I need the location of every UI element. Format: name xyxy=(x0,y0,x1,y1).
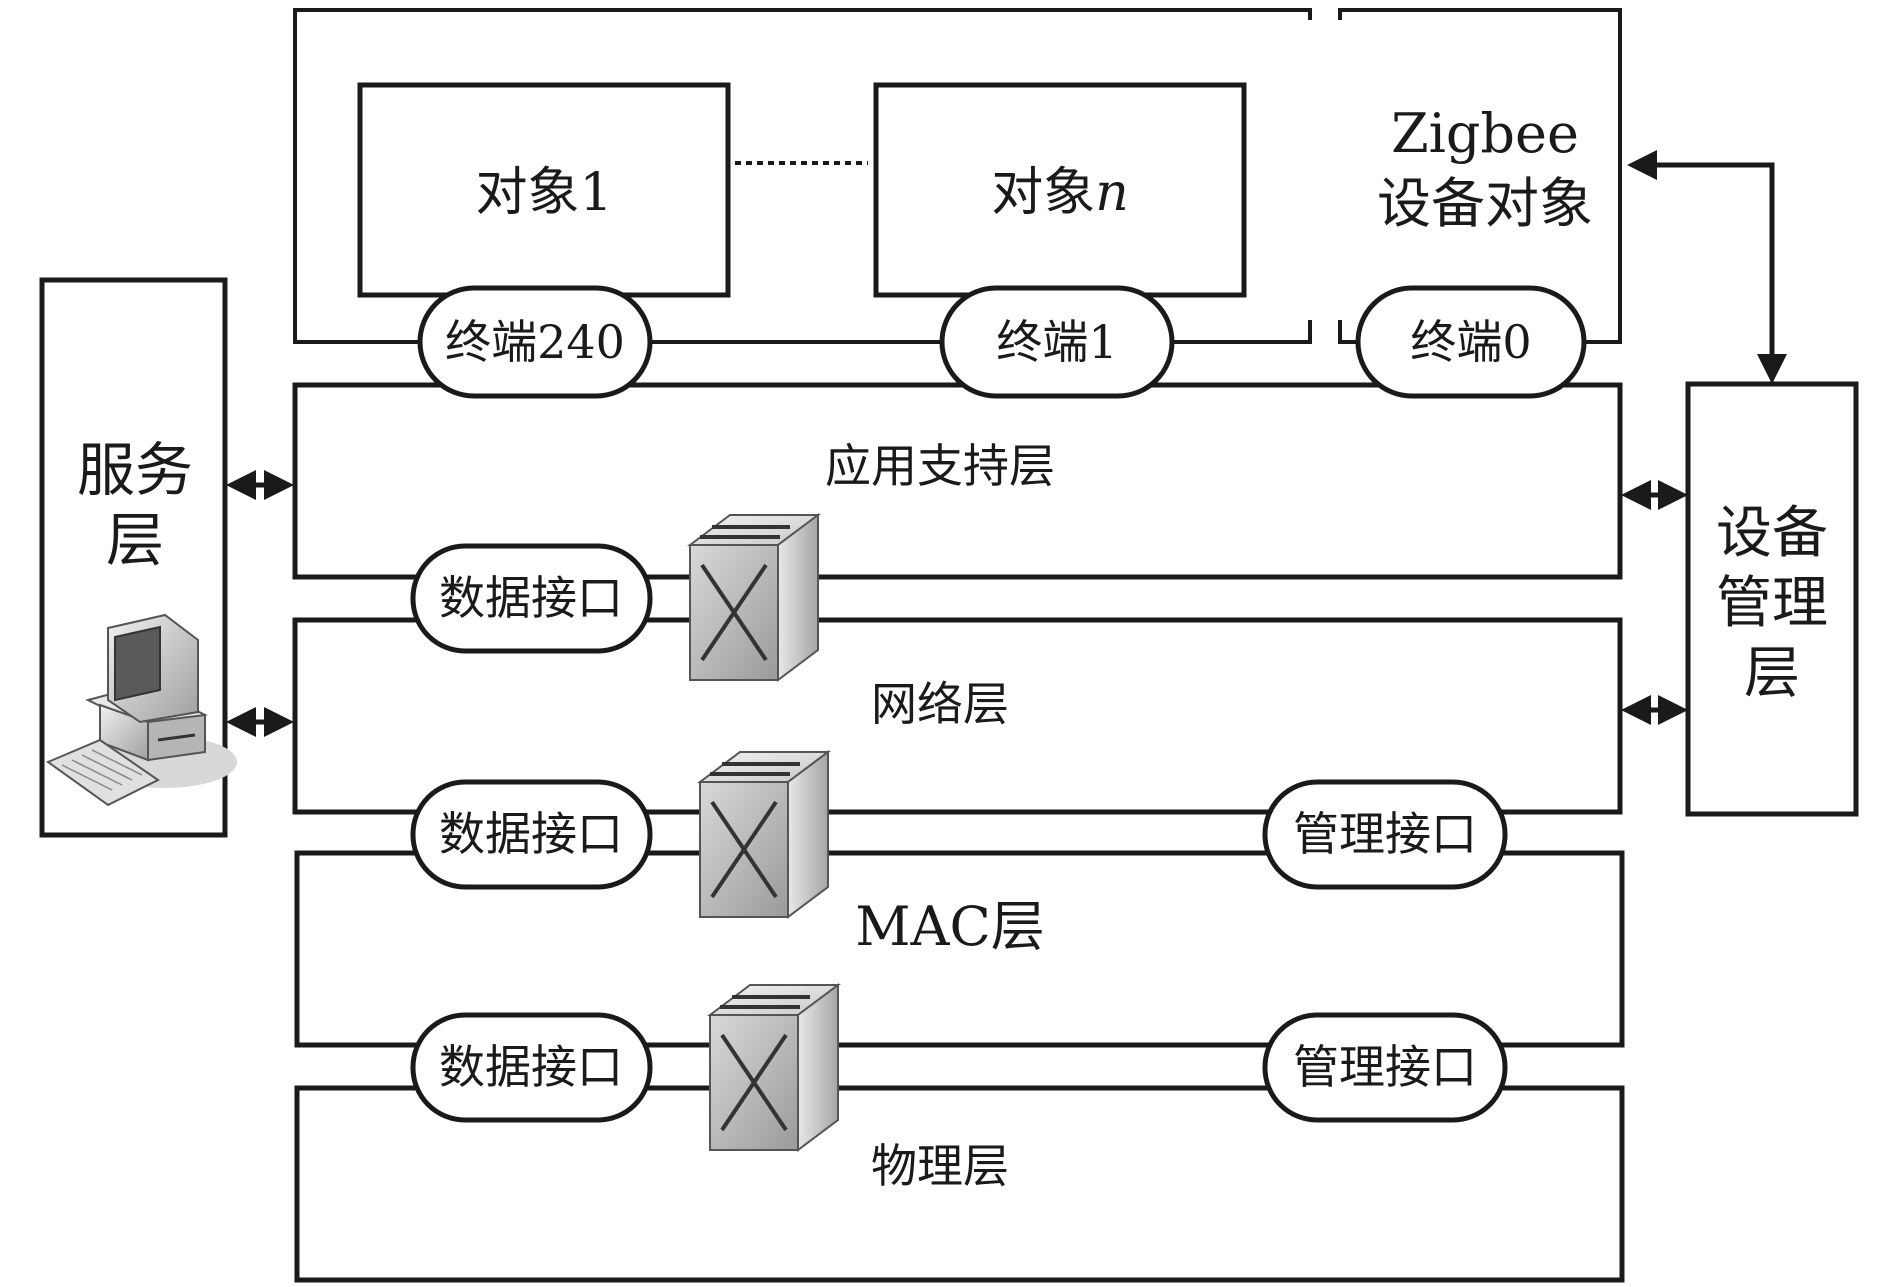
mac-phy-management-interface: 管理接口 xyxy=(1262,1012,1508,1123)
endpoint-0: 终端0 xyxy=(1355,285,1587,399)
object-n-label: 对象n xyxy=(991,163,1129,223)
object-1-box xyxy=(357,82,731,298)
endpoint-1-label: 终端1 xyxy=(996,315,1117,369)
application-framework-frame xyxy=(293,8,1622,344)
object-n-box xyxy=(873,82,1247,298)
object-1-label: 对象1 xyxy=(475,163,612,223)
endpoint-240: 终端240 xyxy=(417,285,653,399)
service-layer-label-line2: 层 xyxy=(106,506,164,574)
service-layer-label-line1: 服务 xyxy=(77,436,193,504)
nwk-mac-data-interface-label: 数据接口 xyxy=(439,807,623,861)
nwk-mac-management-interface-label: 管理接口 xyxy=(1293,807,1477,861)
mac-phy-data-interface-label: 数据接口 xyxy=(439,1040,623,1094)
network-switch-icon xyxy=(697,750,831,919)
network-switch-icon xyxy=(707,983,841,1152)
nwk-mac-management-interface: 管理接口 xyxy=(1262,779,1508,890)
device-management-layer-label-line2: 管理 xyxy=(1716,571,1828,636)
endpoint-240-label: 终端240 xyxy=(445,315,625,369)
endpoint-1: 终端1 xyxy=(939,285,1175,399)
zigbee-device-object-label-line1: Zigbee xyxy=(1391,102,1579,165)
network-layer-label: 网络层 xyxy=(871,677,1009,731)
device-management-layer-label-line3: 层 xyxy=(1744,641,1800,706)
object-n-prefix: 对象 xyxy=(991,163,1095,223)
mac-phy-management-interface-label: 管理接口 xyxy=(1293,1040,1477,1094)
computer-icon xyxy=(45,613,237,807)
mac-phy-data-interface: 数据接口 xyxy=(410,1012,653,1123)
zigbee-device-object-label-line2: 设备对象 xyxy=(1377,172,1593,235)
double-arrow-icon xyxy=(1627,150,1787,384)
object-n-suffix: n xyxy=(1095,163,1129,223)
phy-layer-label: 物理层 xyxy=(871,1139,1009,1193)
aps-nwk-data-interface-label: 数据接口 xyxy=(439,571,623,625)
nwk-mac-data-interface: 数据接口 xyxy=(410,779,653,890)
aps-layer-label: 应用支持层 xyxy=(825,439,1055,493)
network-switch-icon xyxy=(687,513,821,682)
device-management-layer-label-line1: 设备 xyxy=(1716,501,1828,566)
aps-nwk-data-interface: 数据接口 xyxy=(410,543,653,654)
device-management-layer-box xyxy=(1685,381,1859,817)
endpoint-0-label: 终端0 xyxy=(1410,315,1531,369)
mac-layer-label: MAC层 xyxy=(855,895,1045,958)
